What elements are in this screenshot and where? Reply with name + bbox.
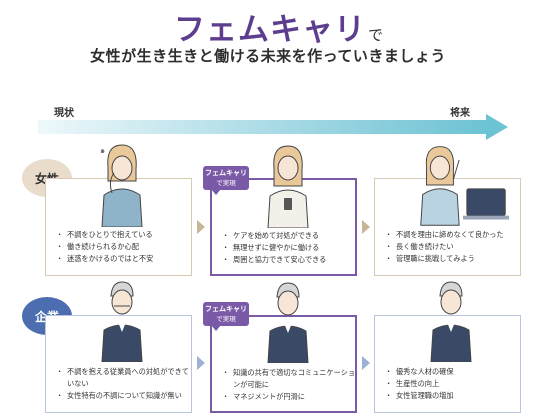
company-card-realized: 知識の共有で適切なコミュニケーションが可能に マネジメントが円滑に: [210, 282, 357, 413]
company-realized-points: 知識の共有で適切なコミュニケーションが可能に マネジメントが円滑に: [222, 367, 356, 403]
company-future-points: 優秀な人材の確保 生産性の向上 女性管理職の増加: [385, 366, 519, 402]
badge-brand: フェムキャリ: [205, 169, 247, 177]
timeline-end-label: 将来: [450, 108, 470, 119]
company-card-current: 不調を抱える従業員への対処ができていない 女性特有の不調について知識が無い: [45, 281, 192, 413]
headline: 女性が生き生きと働ける未来を作っていきましょう: [90, 47, 446, 65]
women-future-points: 不調を理由に諦めなくて良かった 長く働き続けたい 管理職に挑戦してみよう: [385, 229, 519, 265]
company-current-points: 不調を抱える従業員への対処ができていない 女性特有の不調について知識が無い: [56, 366, 190, 402]
women-card-realized: ケアを始めて対処ができる 無理せずに健やかに働ける 周囲と協力できて安心できる: [210, 145, 357, 276]
flow-arrow-icon: [362, 356, 370, 370]
timeline-arrow-head: [486, 114, 508, 140]
company-card-future: 優秀な人材の確保 生産性の向上 女性管理職の増加: [374, 281, 521, 413]
list-item: 周囲と協力できて安心できる: [222, 254, 356, 266]
confident-manager-illustration: [430, 281, 472, 362]
list-item: 生産性の向上: [385, 378, 519, 390]
badge-brand: フェムキャリ: [205, 305, 247, 313]
list-item: ケアを始めて対処ができる: [222, 230, 356, 242]
list-item: 優秀な人材の確保: [385, 366, 519, 378]
women-current-points: 不調をひとりで抱えている 働き続けられるか心配 迷惑をかけるのではと不安: [56, 229, 190, 265]
list-item: 知識の共有で適切なコミュニケーションが可能に: [222, 367, 356, 391]
flow-arrow-icon: [197, 220, 205, 234]
list-item: 管理職に挑戦してみよう: [385, 253, 519, 265]
brand-suffix: で: [368, 26, 385, 44]
worried-manager-illustration: [101, 281, 143, 362]
femcari-badge: フェムキャリ で実現: [203, 166, 249, 195]
worried-woman-illustration: ๑: [100, 144, 143, 227]
list-item: 長く働き続けたい: [385, 241, 519, 253]
timeline-arrow-bar: [38, 120, 488, 134]
list-item: 不調を抱える従業員への対処ができていない: [56, 366, 190, 390]
list-item: 女性特有の不調について知識が無い: [56, 390, 190, 402]
list-item: マネジメントが円滑に: [222, 391, 356, 403]
brand-name: フェムキャリ: [174, 12, 366, 48]
list-item: 働き続けられるか心配: [56, 241, 190, 253]
femcari-badge: フェムキャリ で実現: [203, 302, 249, 331]
women-card-future: 不調を理由に諦めなくて良かった 長く働き続けたい 管理職に挑戦してみよう: [374, 146, 521, 276]
calm-woman-illustration: [267, 145, 309, 228]
list-item: 無理せずに健やかに働ける: [222, 242, 356, 254]
list-item: 女性管理職の増加: [385, 390, 519, 402]
flow-arrow-icon: [362, 220, 370, 234]
flow-arrow-icon: [197, 356, 205, 370]
women-card-current: ๑ 不調をひとりで抱えている 働き続けられるか心配 迷惑をかけるのではと不安: [45, 144, 192, 276]
calm-manager-illustration: [267, 282, 309, 363]
women-realized-points: ケアを始めて対処ができる 無理せずに健やかに働ける 周囲と協力できて安心できる: [222, 230, 356, 266]
timeline-start-label: 現状: [54, 108, 74, 119]
brand-logo: フェムキャリで: [174, 4, 384, 49]
list-item: 不調を理由に諦めなくて良かった: [385, 229, 519, 241]
badge-text: で実現: [216, 179, 236, 187]
badge-text: で実現: [216, 315, 236, 323]
list-item: 迷惑をかけるのではと不安: [56, 253, 190, 265]
working-woman-illustration: [420, 146, 510, 226]
svg-text:๑: ๑: [100, 146, 105, 155]
list-item: 不調をひとりで抱えている: [56, 229, 190, 241]
